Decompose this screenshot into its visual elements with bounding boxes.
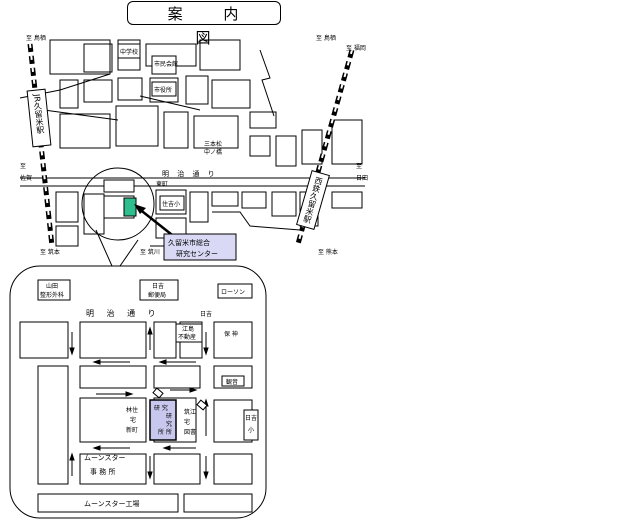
edoshima-3: 図書 [184,428,196,436]
detail-frame [9,265,267,519]
dir-bottom-right: 至 熊本 [318,248,338,256]
hiyoshi-small-2: 小 [248,426,254,434]
road-meiji-overview: 明 治 通 り [162,169,218,178]
map-title: 案 内 図 [127,1,281,47]
building-higashimachi: 東町 [156,180,168,188]
hiyoshi-post-1: 日吉 [152,283,164,290]
kenkyu-side-3: 所 [166,428,172,436]
building-box [117,43,141,59]
dir-right-bottom: 日田 [356,175,368,182]
magnifier-circle [81,167,155,241]
callout-arrow [137,207,177,239]
building-city-annex: 市民会館 [154,60,178,68]
building-sankyo: 三本松 [204,140,222,148]
bank-1: 江島 [182,325,194,333]
rail-jr-label: JR久留米駅 [32,93,45,136]
edoshima-2: 宅 [184,418,190,426]
dir-left-top: 至 [20,163,26,170]
dir-bottom-mid: 至 筑川 [140,248,160,256]
rail-jr-label-box [26,88,52,148]
hayashi-2: 宅 [130,416,136,424]
hayashi-1: 林住 [126,406,138,414]
hayashi-3: 新町 [126,426,138,434]
building-junior-high: 中学校 [120,48,138,56]
lawson: ローソン [221,289,245,296]
road-meiji-detail: 明 治 通 り [86,308,161,318]
moonstar-office-2: 事 務 所 [90,467,115,476]
target-site-marker [123,197,137,217]
detail-blocks [19,321,253,513]
dir-bottom-left: 至 筑本 [40,248,60,256]
hiyoshi-corner: 日吉 [200,311,212,318]
dir-top-left: 至 鳥栖 [26,34,46,42]
kenkyu-1: 研 究 [154,404,168,412]
yamada-1: 山田 [46,282,58,290]
hiyoshi-post-2: 郵便局 [148,291,166,299]
kenkyu-side-2: 究 [166,420,172,428]
shrine: 保 神 [224,330,238,338]
building-city-hall: 市役所 [154,86,172,94]
edoshima-1: 筑江 [184,408,196,416]
kenkyu-side-1: 研 [166,413,172,420]
hiyoshi-small-1: 日吉 [245,415,257,422]
dir-right-top: 至 [356,163,362,170]
building-jutaku: 住吉小 [162,200,180,208]
dir-left-bottom: 佐賀 [20,174,32,182]
dir-top-right-left: 至 鳥栖 [316,34,336,42]
dir-top-right: 至 福岡 [346,44,366,52]
moonstar-office-1: ムーンスター [84,453,126,462]
callout-line-2: 研究センター [176,249,218,258]
building-nakanohashi: 中ノ橋 [204,148,222,156]
yamada-2: 整形外科 [40,291,64,299]
rail-jr-inner [29,43,53,247]
road-block [49,39,111,75]
rail-nishitetsu-label-box [296,169,330,231]
oneway-arrows [69,326,209,480]
bank-2: 不動産 [178,333,196,341]
kenkyu-2: 所 [158,428,164,436]
callout-box [163,233,237,261]
kannon: 観音 [226,378,238,386]
rail-nishitetsu [295,49,355,245]
moonstar-factory: ムーンスター工場 [84,499,140,508]
callout-line-1: 久留米市総合 [168,238,210,247]
research-center-box [149,399,177,441]
car-icon [152,387,208,411]
